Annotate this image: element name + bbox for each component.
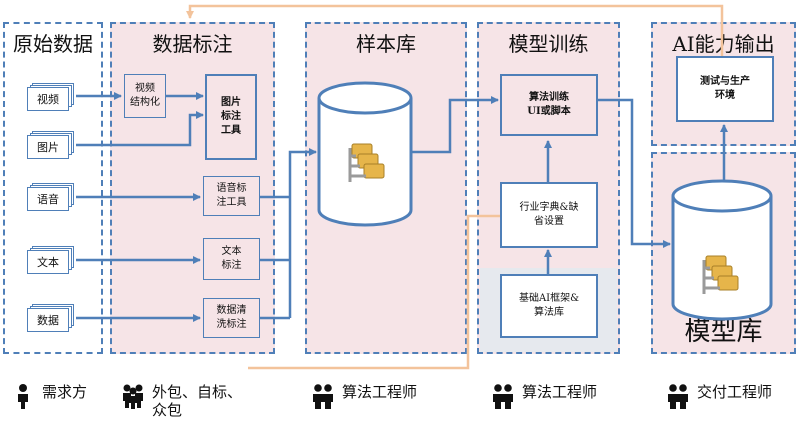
- ai-output-title: AI能力输出: [672, 32, 775, 56]
- raw-input-video-label: 视频: [27, 87, 69, 111]
- pair-people-icon: [668, 384, 688, 409]
- raw-input-speech: 语音: [27, 183, 75, 211]
- algo-to-model-lib-line: [598, 98, 671, 248]
- raw-input-data-label: 数据: [27, 308, 69, 332]
- labeling-title: 数据标注: [152, 32, 233, 56]
- role-delivery-engineer-label: 交付工程师: [697, 383, 773, 401]
- text-labeling-label: 文本 标注: [221, 246, 242, 271]
- raw-input-image: 图片: [27, 131, 75, 159]
- sample-database-icon: [317, 81, 413, 227]
- base-ai-framework-label: 基础AI框架& 算法库: [518, 293, 580, 318]
- industry-dictionary-box: 行业字典&缺 省设置: [500, 182, 598, 248]
- speech-labeling-tool-box: 语音标 注工具: [203, 176, 260, 216]
- role-algo-engineer-2-label: 算法工程师: [522, 383, 598, 401]
- labels-to-sample-bus: [260, 152, 316, 320]
- speech-labeling-tool-label: 语音标 注工具: [216, 183, 247, 208]
- role-outsourcing-label: 外包、自标、 众包: [152, 383, 243, 419]
- raw-input-speech-label: 语音: [27, 187, 69, 211]
- feedback-bottom-line: [248, 214, 500, 370]
- test-production-env-label: 测试与生产 环境: [700, 76, 750, 101]
- pair-people-icon: [313, 384, 333, 409]
- test-production-env-box: 测试与生产 环境: [676, 56, 774, 122]
- role-algo-engineer-1: 算法工程师: [310, 383, 417, 409]
- video-structuring-box: 视频 结构化: [124, 74, 166, 118]
- single-person-icon: [18, 384, 28, 409]
- image-to-tool-line: [76, 111, 204, 147]
- raw-input-image-label: 图片: [27, 135, 69, 159]
- role-outsourcing: 外包、自标、 众包: [120, 383, 242, 419]
- raw-input-data: 数据: [27, 304, 75, 332]
- model-library-title: 模型库: [684, 317, 763, 347]
- role-demander: 需求方: [10, 383, 87, 409]
- pair-people-icon: [493, 384, 513, 409]
- role-demander-label: 需求方: [42, 383, 88, 401]
- group-people-icon: [123, 384, 143, 409]
- raw-input-text-label: 文本: [27, 250, 69, 274]
- raw-data-section: 原始数据: [3, 22, 103, 354]
- video-structuring-label: 视频 结构化: [130, 83, 160, 108]
- base-ai-framework-box: 基础AI框架& 算法库: [500, 274, 598, 338]
- industry-dictionary-label: 行业字典&缺 省设置: [519, 202, 579, 227]
- raw-input-video: 视频: [27, 83, 75, 111]
- model-database-icon: [671, 179, 773, 321]
- sample-to-train-line: [412, 96, 499, 154]
- model-training-title: 模型训练: [508, 32, 589, 56]
- role-algo-engineer-2: 算法工程师: [490, 383, 597, 409]
- sample-library-title: 样本库: [356, 32, 416, 56]
- raw-input-text: 文本: [27, 246, 75, 274]
- role-delivery-engineer: 交付工程师: [665, 383, 772, 409]
- data-cleaning-label: 数据清 洗标注: [216, 305, 247, 330]
- algorithm-training-label: 算法训练 UI或脚本: [527, 92, 571, 117]
- algorithm-training-box: 算法训练 UI或脚本: [500, 74, 598, 136]
- raw-data-title: 原始数据: [13, 32, 93, 56]
- text-labeling-box: 文本 标注: [203, 238, 260, 280]
- feedback-top-line: [186, 4, 724, 56]
- image-labeling-tool-label: 图片 标注 工具: [221, 97, 241, 136]
- role-algo-engineer-1-label: 算法工程师: [342, 383, 418, 401]
- data-cleaning-box: 数据清 洗标注: [203, 298, 260, 338]
- image-labeling-tool-box: 图片 标注 工具: [205, 74, 257, 160]
